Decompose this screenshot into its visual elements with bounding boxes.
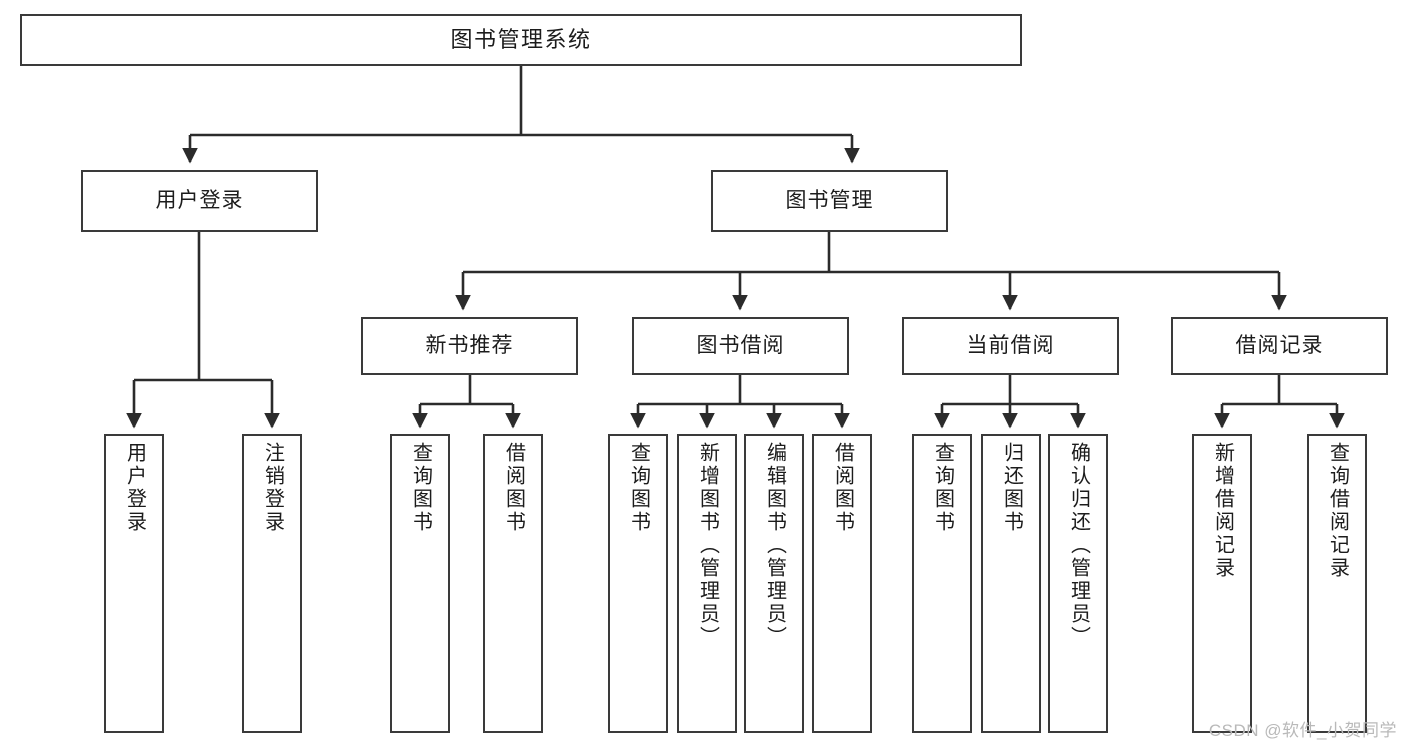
leaf-add-book-admin-label: 新增图书（管理员） — [696, 442, 719, 649]
node-book-management[interactable]: 图书管理 — [711, 170, 948, 232]
node-current-borrow[interactable]: 当前借阅 — [902, 317, 1119, 375]
node-user-login-label: 用户登录 — [155, 189, 244, 213]
leaf-user-login[interactable]: 用户登录 — [104, 434, 164, 733]
leaf-query-borrow-record[interactable]: 查询借阅记录 — [1307, 434, 1367, 733]
leaf-confirm-return-admin-label: 确认归还（管理员） — [1067, 442, 1090, 649]
node-new-book-recommend-label: 新书推荐 — [425, 334, 514, 358]
leaf-query-book-borrow[interactable]: 查询图书 — [608, 434, 668, 733]
node-root[interactable]: 图书管理系统 — [20, 14, 1022, 66]
leaf-user-login-label: 用户登录 — [123, 442, 146, 534]
leaf-return-book-label: 归还图书 — [1000, 442, 1023, 534]
leaf-edit-book-admin[interactable]: 编辑图书（管理员） — [744, 434, 804, 733]
leaf-return-book[interactable]: 归还图书 — [981, 434, 1041, 733]
node-borrow-record[interactable]: 借阅记录 — [1171, 317, 1388, 375]
node-new-book-recommend[interactable]: 新书推荐 — [361, 317, 578, 375]
leaf-logout[interactable]: 注销登录 — [242, 434, 302, 733]
leaf-borrow-book-borrow[interactable]: 借阅图书 — [812, 434, 872, 733]
node-user-login[interactable]: 用户登录 — [81, 170, 318, 232]
watermark: CSDN @软件_小贺同学 — [1208, 721, 1397, 740]
node-book-borrow-label: 图书借阅 — [696, 334, 785, 358]
leaf-add-borrow-record-label: 新增借阅记录 — [1211, 442, 1234, 580]
node-book-borrow[interactable]: 图书借阅 — [632, 317, 849, 375]
leaf-confirm-return-admin[interactable]: 确认归还（管理员） — [1048, 434, 1108, 733]
leaf-borrow-book-newbook[interactable]: 借阅图书 — [483, 434, 543, 733]
leaf-add-book-admin[interactable]: 新增图书（管理员） — [677, 434, 737, 733]
node-book-management-label: 图书管理 — [785, 189, 874, 213]
leaf-add-borrow-record[interactable]: 新增借阅记录 — [1192, 434, 1252, 733]
leaf-borrow-book-borrow-label: 借阅图书 — [831, 442, 854, 534]
leaf-query-book-newbook[interactable]: 查询图书 — [390, 434, 450, 733]
leaf-query-borrow-record-label: 查询借阅记录 — [1326, 442, 1349, 580]
leaf-edit-book-admin-label: 编辑图书（管理员） — [763, 442, 786, 649]
leaf-borrow-book-newbook-label: 借阅图书 — [502, 442, 525, 534]
leaf-query-book-current-label: 查询图书 — [931, 442, 954, 534]
node-current-borrow-label: 当前借阅 — [966, 334, 1055, 358]
leaf-query-book-borrow-label: 查询图书 — [627, 442, 650, 534]
leaf-query-book-current[interactable]: 查询图书 — [912, 434, 972, 733]
leaf-logout-label: 注销登录 — [261, 442, 284, 534]
node-borrow-record-label: 借阅记录 — [1235, 334, 1324, 358]
leaf-query-book-newbook-label: 查询图书 — [409, 442, 432, 534]
node-root-label: 图书管理系统 — [450, 27, 592, 53]
